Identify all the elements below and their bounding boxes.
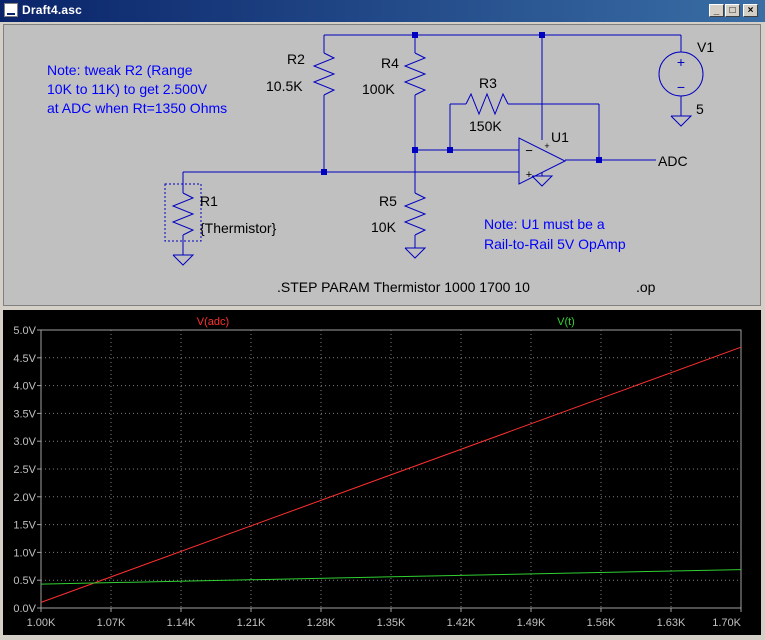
r3-value[interactable]: 150K (469, 118, 502, 134)
vsource-plus-sign: + (677, 54, 685, 70)
r3-label[interactable]: R3 (479, 75, 497, 91)
maximize-button[interactable]: □ (725, 4, 740, 17)
x-tick-label: 1.35K (377, 617, 406, 629)
step-directive[interactable]: .STEP PARAM Thermistor 1000 1700 10 (277, 279, 530, 295)
opamp-noninverting-sign: + (526, 169, 532, 181)
x-tick-label: 1.28K (307, 617, 336, 629)
legend-v-adc[interactable]: V(adc) (197, 316, 229, 328)
y-tick-label: 4.0V (13, 381, 36, 393)
u1-label[interactable]: U1 (551, 129, 569, 145)
y-tick-label: 3.5V (13, 408, 36, 420)
r1-value[interactable]: {Thermistor} (200, 220, 277, 236)
title-bar: Draft4.asc _ □ × (0, 0, 765, 22)
x-tick-label: 1.42K (447, 617, 476, 629)
r5-label[interactable]: R5 (379, 193, 397, 209)
y-tick-label: 0.0V (13, 603, 36, 615)
v1-label[interactable]: V1 (697, 39, 714, 55)
vsource-minus-sign: − (677, 79, 685, 95)
note-opamp-line-1: Note: U1 must be a (484, 216, 605, 232)
waveform-chart[interactable]: 0.0V 0.5V 1.0V 1.5V 2.0V 2.5V 3.0V 3.5V 4.0V 4.5V… (3, 310, 761, 635)
note-opamp-line-2: Rail-to-Rail 5V OpAmp (484, 236, 626, 252)
x-tick-label: 1.07K (97, 617, 126, 629)
note-line-2: 10K to 11K) to get 2.500V (47, 81, 208, 97)
r4-label[interactable]: R4 (381, 55, 399, 71)
note-line-1: Note: tweak R2 (Range (47, 62, 193, 78)
opamp-inverting-sign: − (525, 143, 533, 158)
trace-v-t[interactable] (40, 569, 742, 585)
x-tick-label: 1.14K (167, 617, 196, 629)
y-tick-label: 3.0V (13, 436, 36, 448)
r2-value[interactable]: 10.5K (266, 78, 303, 94)
waveform-plot-pane[interactable]: 0.0V 0.5V 1.0V 1.5V 2.0V 2.5V 3.0V 3.5V 4.0V 4.5V… (3, 310, 761, 635)
x-tick-label: 1.56K (587, 617, 616, 629)
legend-v-t[interactable]: V(t) (557, 316, 575, 328)
x-tick-label: 1.70K (712, 617, 741, 629)
opamp-supply-sign: + (544, 141, 549, 151)
window-title: Draft4.asc (22, 3, 83, 17)
y-tick-label: 1.0V (13, 547, 36, 559)
minimize-button[interactable]: _ (709, 4, 724, 17)
trace-v-adc[interactable] (40, 346, 742, 603)
x-tick-label: 1.49K (517, 617, 546, 629)
app-icon[interactable] (4, 3, 18, 17)
y-tick-label: 4.5V (13, 353, 36, 365)
x-tick-label: 1.00K (27, 617, 56, 629)
r5-value[interactable]: 10K (371, 219, 397, 235)
r1-label[interactable]: R1 (200, 193, 218, 209)
y-tick-label: 2.5V (13, 464, 36, 476)
y-tick-label: 2.0V (13, 492, 36, 504)
v1-value[interactable]: 5 (696, 101, 704, 117)
x-tick-label: 1.63K (657, 617, 686, 629)
close-button[interactable]: × (743, 4, 758, 17)
op-directive[interactable]: .op (636, 279, 656, 295)
r2-label[interactable]: R2 (287, 51, 305, 67)
y-tick-label: 0.5V (13, 575, 36, 587)
note-line-3: at ADC when Rt=1350 Ohms (47, 100, 227, 116)
x-tick-label: 1.21K (237, 617, 266, 629)
y-tick-label: 1.5V (13, 520, 36, 532)
adc-net-label[interactable]: ADC (658, 153, 688, 169)
r4-value[interactable]: 100K (362, 81, 395, 97)
schematic-canvas[interactable]: − + + + − Note: tweak R2 (Range 10K to 1… (3, 24, 761, 306)
y-tick-label: 5.0V (13, 325, 36, 337)
